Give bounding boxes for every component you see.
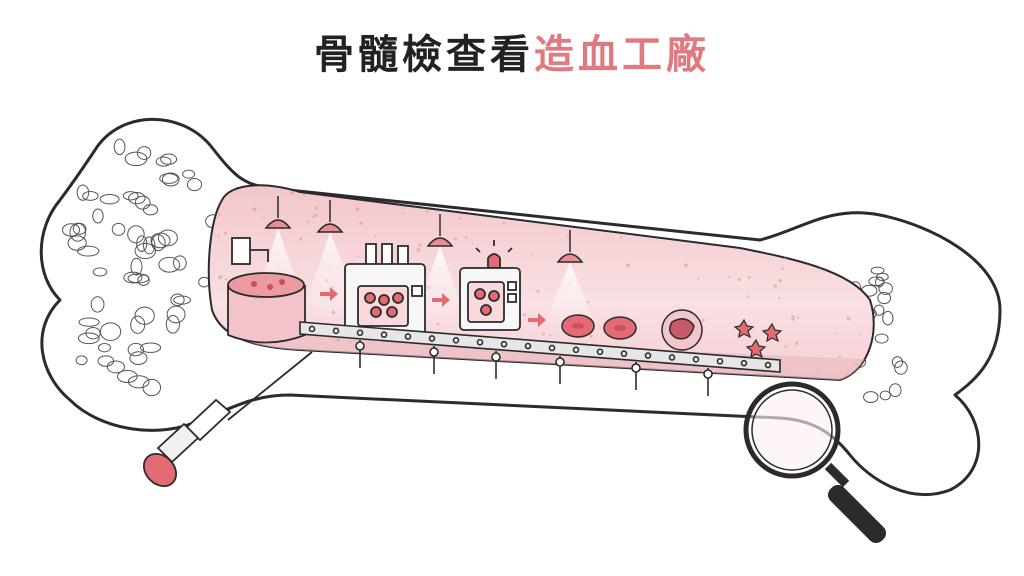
conveyor-belt <box>299 321 781 396</box>
trabecula <box>142 204 159 216</box>
platelet <box>733 318 755 339</box>
trabecula <box>76 184 90 201</box>
trabecula <box>873 304 885 316</box>
trabecula <box>888 383 902 398</box>
trabecula <box>140 342 162 353</box>
trabecula <box>124 151 148 167</box>
trabecula <box>159 173 179 184</box>
trabecula <box>874 333 889 344</box>
trabecula <box>127 273 150 284</box>
trabecula <box>877 291 892 305</box>
trabecula <box>870 266 885 275</box>
trabecula <box>75 355 88 366</box>
trabecula <box>123 271 143 284</box>
trabecula <box>134 306 155 325</box>
trabecula <box>111 222 126 236</box>
trabecula <box>170 293 185 307</box>
red-blood-cells <box>561 314 637 340</box>
biopsy-needle <box>142 351 313 488</box>
trabecula <box>99 194 120 205</box>
trabecula <box>891 356 904 368</box>
trabecula <box>97 342 111 353</box>
lamp-1 <box>264 196 292 229</box>
alarm-machine <box>459 240 521 331</box>
platelet <box>761 322 783 343</box>
title-part-2: 造血工廠 <box>534 32 710 78</box>
process-arrows <box>320 287 546 327</box>
trabecula <box>127 342 145 357</box>
lamp-3 <box>426 214 454 247</box>
trabecula <box>172 255 187 271</box>
trabecula <box>92 267 108 277</box>
trabecula <box>134 195 151 210</box>
ceiling-lamps <box>264 196 584 263</box>
trabecula <box>136 146 152 160</box>
mixing-vat <box>227 237 306 344</box>
platelets <box>733 318 783 359</box>
trabecula <box>166 305 186 324</box>
page-title: 骨髓檢查看造血工廠 <box>0 22 1024 80</box>
trabecula <box>77 332 100 345</box>
trabecula <box>69 222 87 242</box>
magnifying-glass <box>743 381 887 544</box>
title-part-1: 骨髓檢查看 <box>314 32 534 78</box>
trabecula <box>129 351 148 365</box>
trabecula <box>142 378 162 397</box>
trabecula <box>142 236 156 255</box>
trabecula <box>122 191 139 201</box>
trabecula <box>67 235 87 251</box>
trabecula <box>113 138 126 156</box>
trabecula <box>128 191 146 205</box>
white-blood-cell <box>661 309 703 351</box>
trabecula <box>158 256 181 273</box>
processing-machine <box>344 243 426 335</box>
trabecula <box>160 153 178 165</box>
trabecula <box>137 274 150 286</box>
trabecula <box>127 225 145 244</box>
trabecula <box>863 391 879 404</box>
platelet <box>745 338 767 359</box>
trabecula <box>186 178 203 192</box>
trabecula <box>161 172 180 187</box>
trabecula <box>76 245 100 257</box>
trabecula <box>165 315 180 334</box>
trabecula <box>155 156 172 167</box>
trabecula <box>78 317 100 327</box>
trabecula <box>157 229 178 247</box>
trabecula <box>127 375 150 389</box>
trabecula <box>182 169 196 179</box>
trabecula <box>130 257 143 276</box>
trabecula <box>894 360 908 375</box>
trabecula <box>879 390 891 401</box>
trabecula <box>878 282 893 295</box>
trabecula <box>117 369 138 384</box>
lamp-4 <box>556 230 584 263</box>
trabecula <box>106 360 125 374</box>
lamp-2 <box>316 200 344 233</box>
trabecula <box>882 310 894 326</box>
trabecula <box>134 242 157 260</box>
trabecula <box>99 322 122 342</box>
trabecula <box>90 296 105 313</box>
trabecula <box>92 208 104 224</box>
trabecula <box>82 191 99 201</box>
